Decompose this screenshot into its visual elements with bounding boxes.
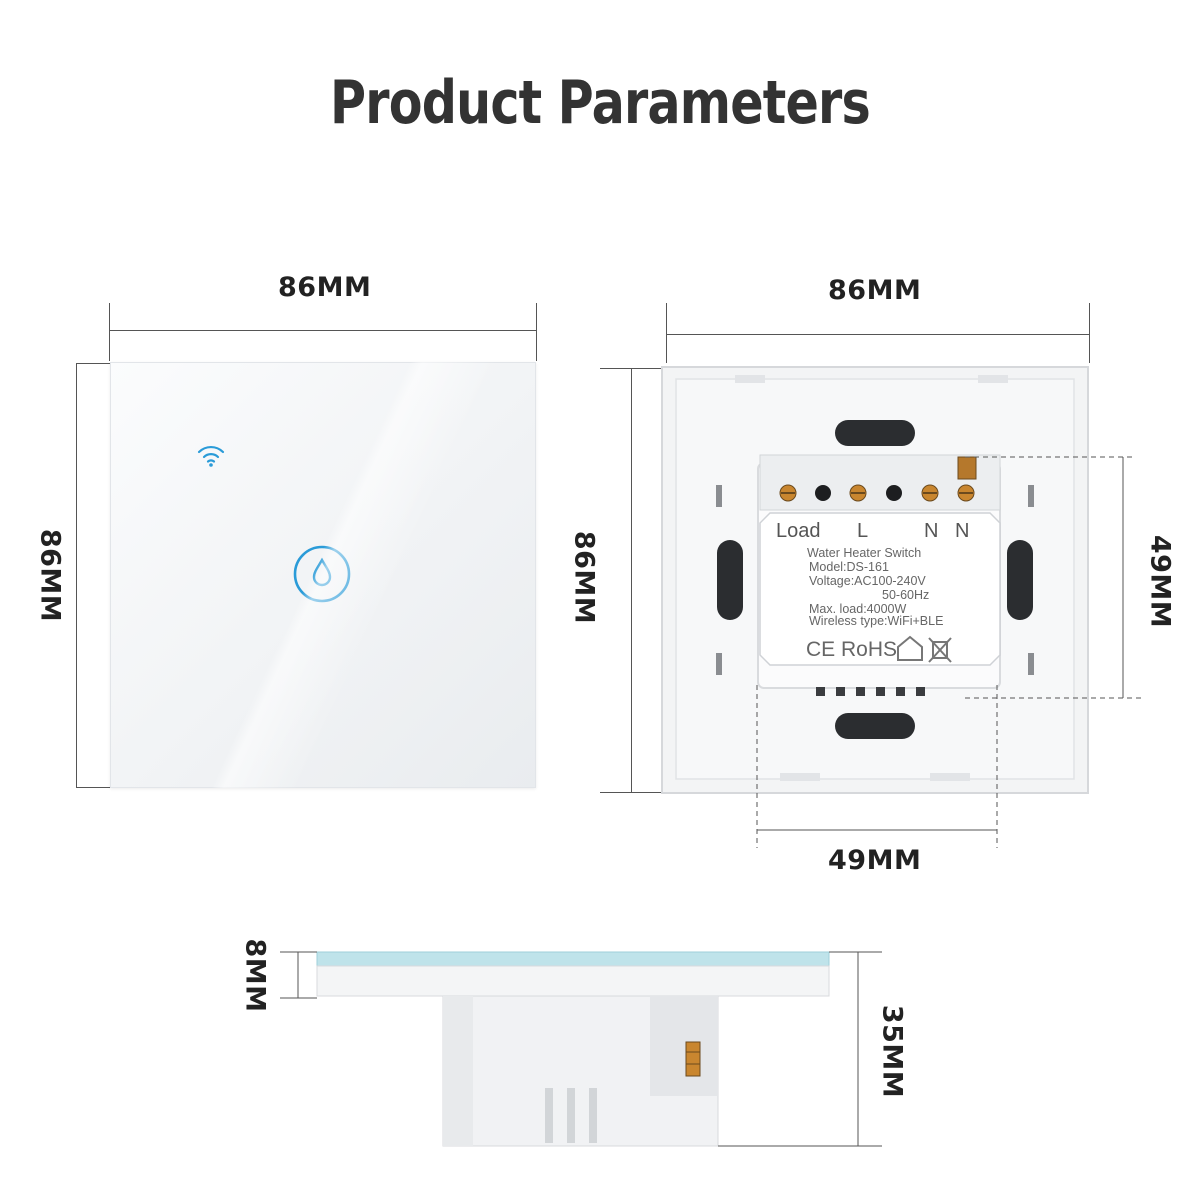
front-height-tick-bottom bbox=[76, 787, 110, 788]
wifi-icon bbox=[197, 445, 225, 467]
page-title: Product Parameters bbox=[330, 68, 871, 138]
side-profile-drawing bbox=[280, 951, 882, 1147]
front-width-label: 86MM bbox=[278, 272, 372, 303]
module-certifications: CE RoHS bbox=[806, 638, 897, 661]
front-height-label: 86MM bbox=[34, 528, 66, 623]
module-height-dimension bbox=[965, 456, 1145, 699]
back-plate-drawing: Load L N N Water Heater Switch Model:DS-… bbox=[661, 366, 1089, 794]
module-width-label: 49MM bbox=[828, 845, 922, 876]
front-width-tick-right bbox=[536, 303, 537, 361]
module-width-dimension bbox=[756, 685, 998, 848]
back-height-line bbox=[631, 368, 632, 792]
front-height-line bbox=[76, 363, 77, 787]
terminal-n2-label: N bbox=[955, 520, 969, 542]
back-width-line bbox=[667, 334, 1089, 335]
module-height-label: 49MM bbox=[1144, 534, 1176, 629]
back-height-tick-top bbox=[600, 368, 662, 369]
front-glass-panel bbox=[110, 362, 536, 788]
glass-thickness-label: 8MM bbox=[239, 938, 271, 1013]
module-voltage: Voltage:AC100-240V bbox=[809, 574, 926, 588]
back-width-label: 86MM bbox=[828, 275, 922, 306]
front-width-line bbox=[110, 330, 536, 331]
module-product-name: Water Heater Switch bbox=[807, 546, 921, 560]
module-frequency: 50-60Hz bbox=[882, 588, 929, 602]
module-model: Model:DS-161 bbox=[809, 560, 889, 574]
back-height-tick-bottom bbox=[600, 792, 662, 793]
back-width-tick-left bbox=[666, 303, 667, 363]
water-drop-icon[interactable] bbox=[292, 544, 352, 604]
depth-label: 35MM bbox=[876, 1004, 908, 1099]
module-wireless: Wireless type:WiFi+BLE bbox=[809, 614, 943, 628]
front-height-tick-top bbox=[76, 363, 110, 364]
back-width-tick-right bbox=[1089, 303, 1090, 363]
terminal-l-label: L bbox=[857, 520, 868, 542]
front-width-tick-left bbox=[109, 303, 110, 361]
terminal-n1-label: N bbox=[924, 520, 938, 542]
terminal-load-label: Load bbox=[776, 520, 821, 542]
crossed-bin-icon bbox=[928, 637, 952, 663]
house-icon bbox=[897, 635, 923, 661]
back-height-label: 86MM bbox=[568, 530, 600, 625]
module-max-load: Max. load:4000W bbox=[809, 602, 906, 616]
